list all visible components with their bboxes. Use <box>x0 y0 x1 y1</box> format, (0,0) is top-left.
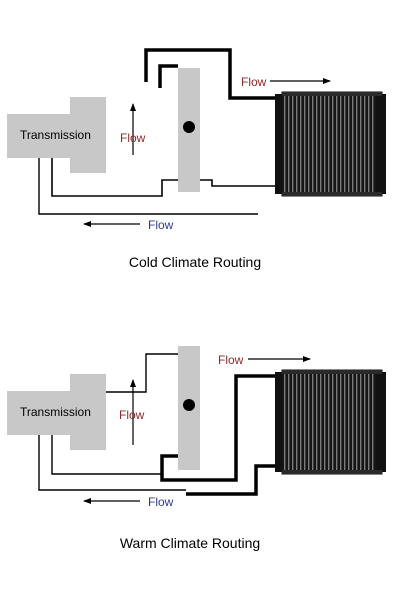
transmission-label: Transmission <box>20 405 91 419</box>
return-line-outer <box>38 435 186 491</box>
return-line-inner <box>51 158 178 197</box>
transmission-housing-rear <box>70 374 106 450</box>
valve-center-dot <box>183 399 195 411</box>
return-line-outer <box>38 158 258 215</box>
oil-cooler <box>275 91 386 197</box>
transmission-housing-rear <box>70 97 106 173</box>
transmission-housing <box>7 391 70 435</box>
transmission-label: Transmission <box>20 128 91 142</box>
supply-line-thick <box>158 64 178 88</box>
flow-right-label: Flow <box>241 75 267 89</box>
valve-center-dot <box>183 121 195 133</box>
return-loop-thick <box>160 374 288 482</box>
flow-right-label: Flow <box>218 353 244 367</box>
supply-line-thin <box>106 353 178 393</box>
warm-climate-diagram: Transmission Flow Flow Flow Warm Climate… <box>7 346 386 551</box>
return-line-inner <box>51 435 163 475</box>
warm-climate-caption: Warm Climate Routing <box>120 535 260 551</box>
cold-climate-caption: Cold Climate Routing <box>129 254 261 270</box>
cooler-return-thick <box>186 464 280 496</box>
flow-left-label: Flow <box>148 218 174 232</box>
flow-left-label: Flow <box>148 495 174 509</box>
flow-up-label: Flow <box>119 408 145 422</box>
oil-cooler <box>275 369 386 475</box>
cold-climate-diagram: Transmission Flow Flow Flow Cold Climate… <box>7 48 386 270</box>
cooler-return-line <box>200 179 278 187</box>
flow-up-label: Flow <box>120 131 146 145</box>
supply-loop-thick <box>144 48 288 100</box>
transmission-housing <box>7 114 70 158</box>
